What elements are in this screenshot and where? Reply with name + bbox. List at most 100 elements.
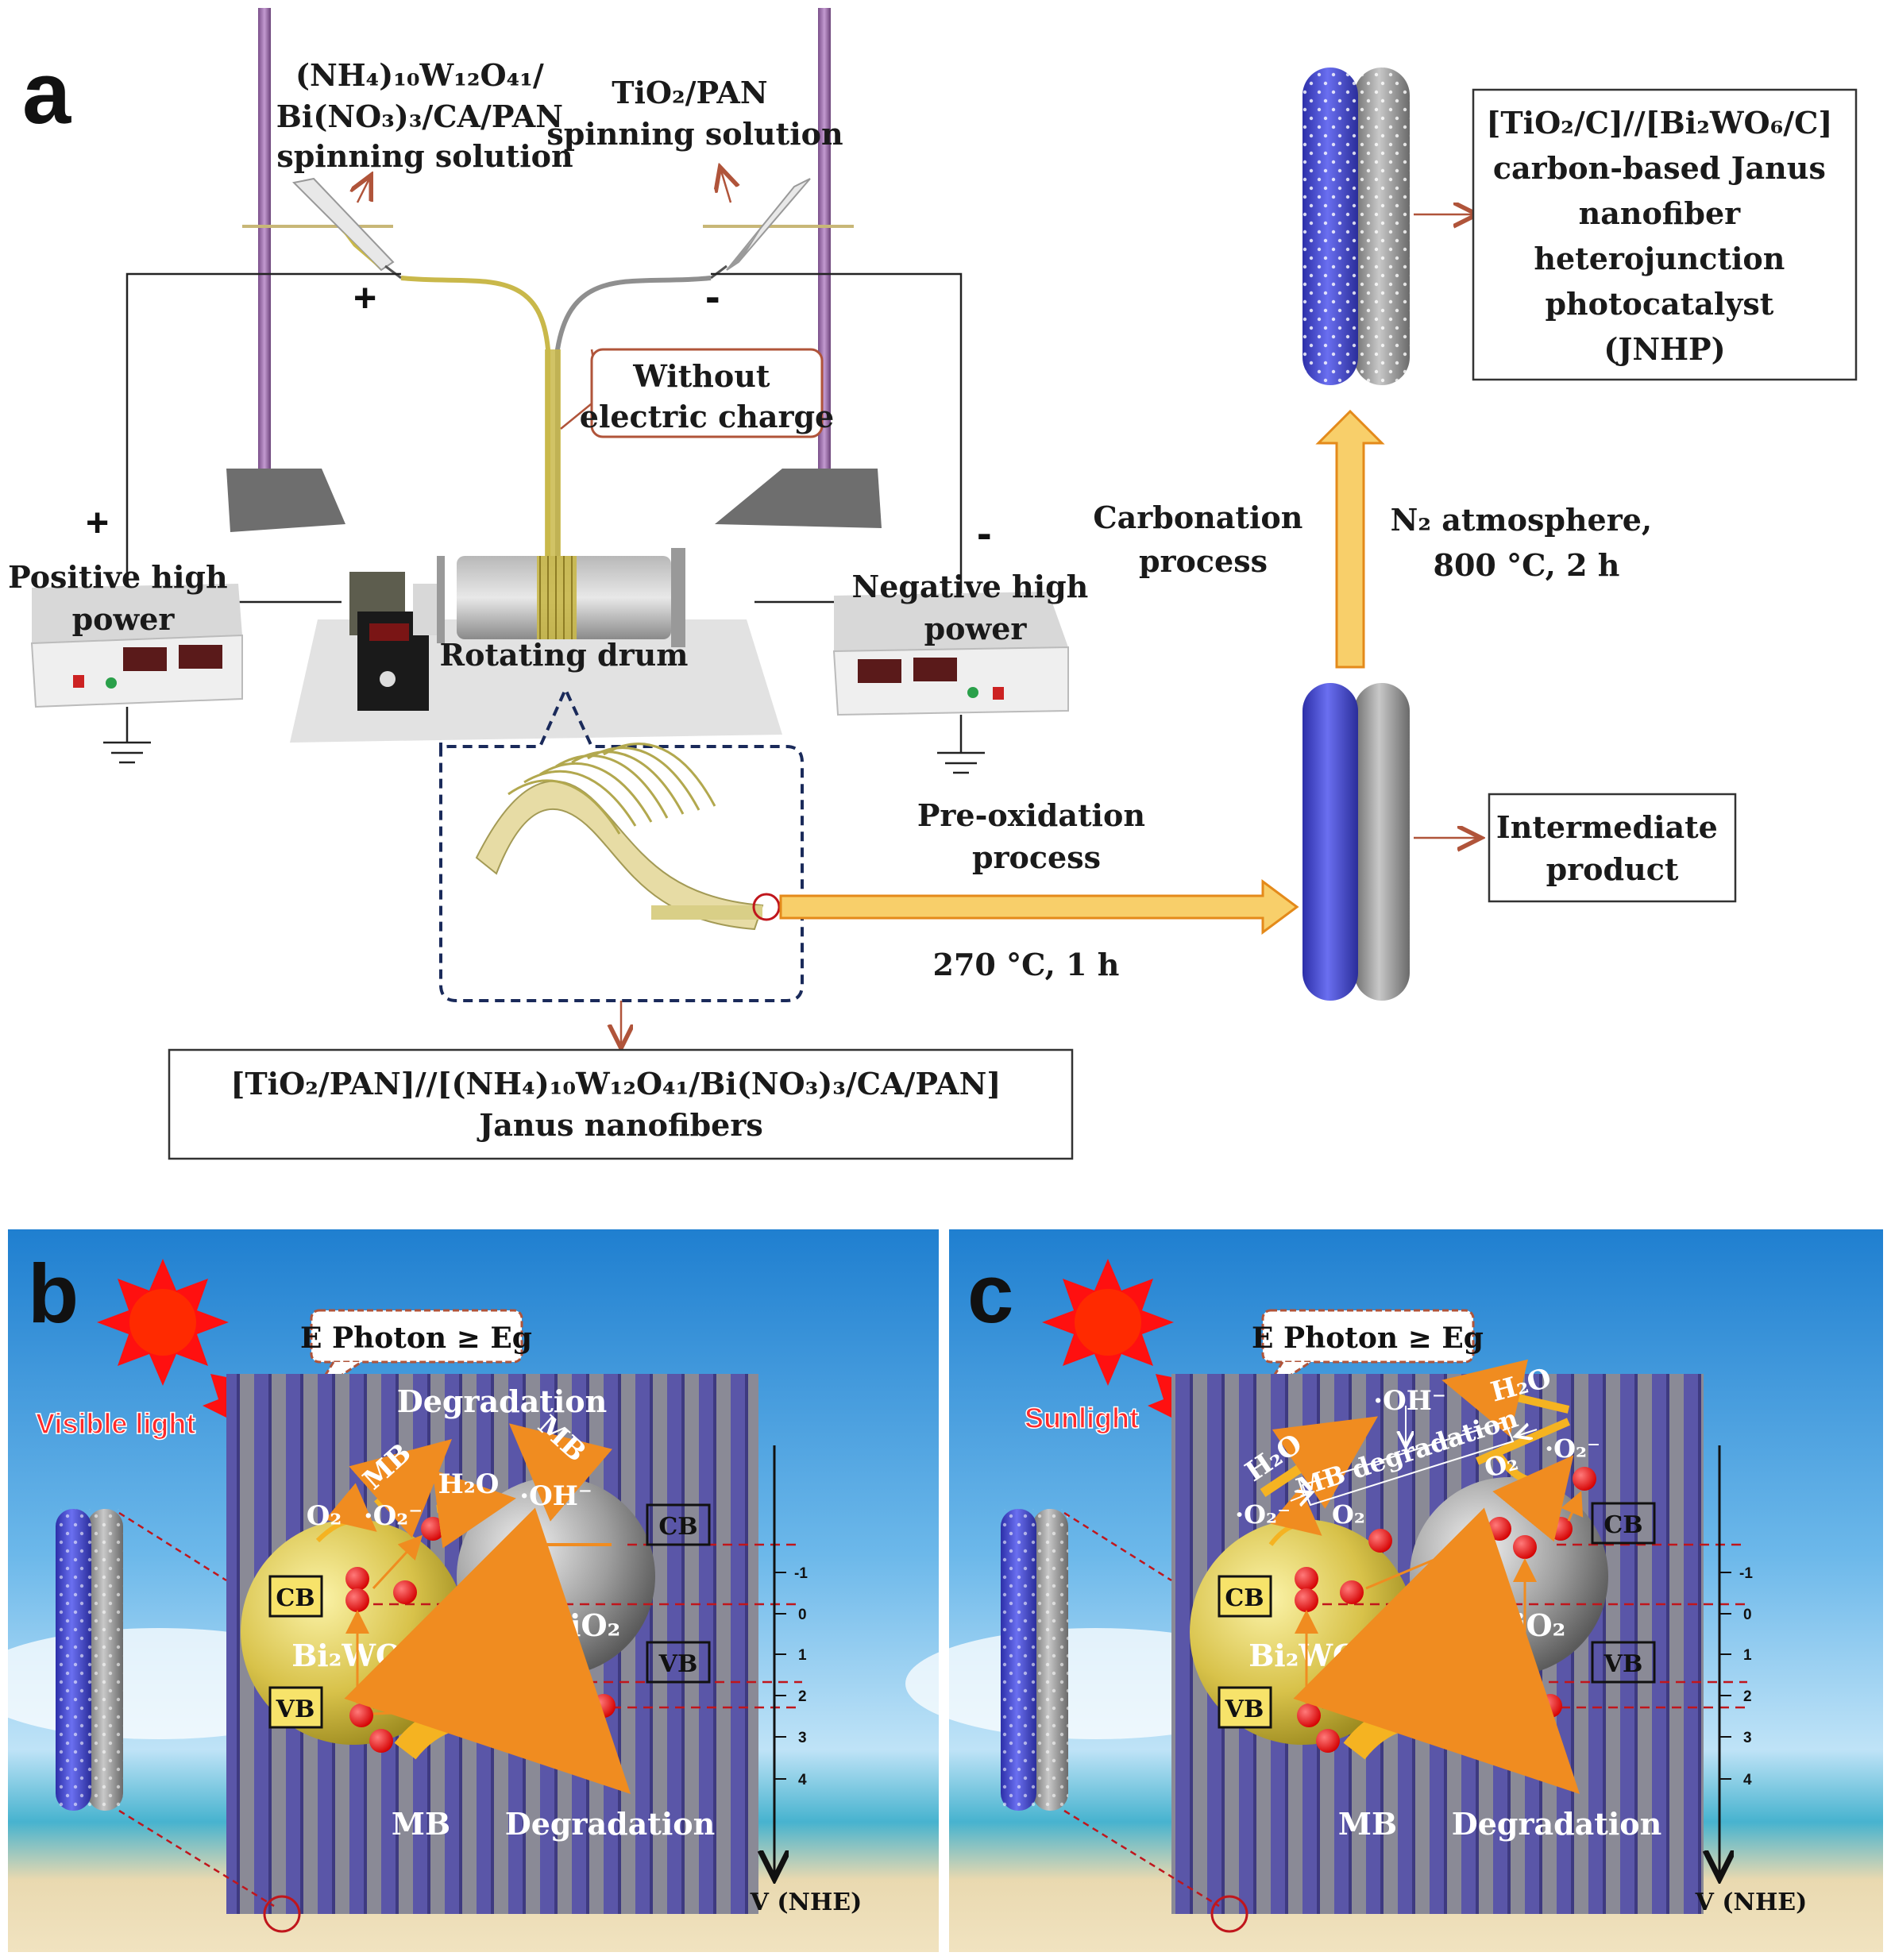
svg-text:1: 1 — [798, 1647, 807, 1664]
right-syringe — [710, 178, 811, 280]
without-charge-callout — [590, 348, 824, 438]
panel-a-letter: a — [22, 44, 71, 142]
cb-box-right — [646, 1503, 711, 1546]
cb-label-right: CB — [658, 1513, 697, 1541]
svg-text:2: 2 — [1743, 1688, 1752, 1705]
o2-radical-top-label: ·O₂⁻ — [1545, 1433, 1600, 1464]
mb-bottom-label: MB — [1338, 1806, 1397, 1842]
positive-wire — [125, 272, 401, 604]
vb-box-left — [268, 1686, 323, 1729]
intermediate-label: Intermediate product — [1496, 809, 1728, 887]
zoom-circle — [263, 1895, 301, 1933]
cb-label-right: CB — [1603, 1511, 1642, 1539]
o2-left-label: O₂ — [1332, 1499, 1365, 1530]
negative-supply-label: Negative high power — [851, 569, 1098, 646]
tio2-label: TiO₂ — [547, 1607, 620, 1643]
svg-text:0: 0 — [798, 1607, 807, 1623]
small-jnhp-fiber — [56, 1509, 123, 1811]
degradation-top-label: Degradation — [397, 1383, 608, 1419]
svg-text:2: 2 — [798, 1688, 807, 1705]
without-charge-label: Without electric charge — [580, 358, 834, 434]
svg-text:3: 3 — [1743, 1730, 1752, 1746]
positive-power-supply — [30, 584, 243, 708]
photon-label: E Photon ≥ Eg — [300, 1321, 532, 1355]
panel-a: a (NH₄)₁₀W₁₂O₄₁/ Bi(NO₃)₃/CA/PAN — [8, 8, 1858, 1160]
intermediate-fiber — [1302, 683, 1410, 1001]
negative-ground — [937, 715, 985, 774]
svg-text:-1: -1 — [1739, 1565, 1753, 1582]
pre-oxidation-conditions: 270 °C, 1 h — [933, 947, 1120, 982]
left-solution-label: (NH₄)₁₀W₁₂O₄₁/ Bi(NO₃)₃/CA/PAN spinning … — [276, 57, 573, 174]
left-stand-pole — [258, 8, 271, 500]
supply-minus: - — [977, 507, 992, 558]
janus-nanofiber-mat — [475, 743, 764, 931]
negative-wire — [711, 272, 963, 604]
positive-ground — [103, 707, 151, 764]
pre-oxidation-arrow — [779, 879, 1299, 935]
cb-box-left — [1218, 1575, 1272, 1618]
right-solution-pointer — [721, 171, 731, 203]
left-syringe — [291, 177, 402, 280]
carbonation-conditions: N₂ atmosphere, 800 °C, 2 h — [1391, 502, 1663, 583]
supply-plus: + — [86, 500, 109, 545]
needle-plus: + — [353, 276, 376, 320]
vb-label-right: VB — [1603, 1650, 1643, 1678]
vb-box-right — [1591, 1641, 1656, 1684]
sun-icon — [97, 1259, 229, 1386]
zoom-callout-outline — [439, 685, 804, 1002]
combined-jet — [545, 349, 561, 576]
degradation-bottom-label: Degradation — [1452, 1806, 1662, 1842]
panel-c: c Sunlight E Photon ≥ Eg Bi₂WO₆ TiO₂ CB — [905, 1229, 1883, 1952]
svg-text:4: 4 — [1743, 1772, 1752, 1788]
janus-caption-label: [TiO₂/PAN]//[(NH₄)₁₀W₁₂O₄₁/Bi(NO₃)₃/CA/P… — [230, 1066, 1011, 1143]
sunlight-label: Sunlight — [1025, 1402, 1139, 1434]
negative-power-supply — [832, 592, 1069, 716]
svg-text:0: 0 — [1743, 1607, 1752, 1623]
jnhp-box — [1472, 88, 1858, 381]
left-jet — [400, 276, 550, 572]
janus-caption-box — [168, 1048, 1074, 1160]
visible-light-label: Visible light — [36, 1407, 195, 1440]
cb-label-left: CB — [276, 1584, 315, 1612]
energy-axis-ticks-b: -1 0 1 2 3 4 — [774, 1565, 808, 1788]
vb-label-left: VB — [276, 1696, 315, 1723]
h2o-label: H₂O — [438, 1468, 500, 1500]
jnhp-fiber — [1302, 68, 1410, 385]
photon-label: E Photon ≥ Eg — [1252, 1321, 1484, 1355]
needle-minus: - — [705, 271, 720, 321]
svg-text:4: 4 — [798, 1772, 807, 1788]
axis-label-c: V (NHE) — [1695, 1889, 1808, 1916]
energy-axis-ticks-c: -1 0 1 2 3 4 — [1719, 1565, 1753, 1788]
positive-supply-label: Positive high power — [8, 559, 238, 637]
rotating-drum — [349, 548, 685, 711]
rotating-drum-label: Rotating drum — [440, 637, 689, 673]
vb-label-left: VB — [1225, 1696, 1264, 1723]
svg-text:1: 1 — [1743, 1647, 1752, 1664]
bi2wo6-label: Bi₂WO₆ — [1248, 1638, 1372, 1673]
o2-label: O₂ — [307, 1500, 342, 1532]
vb-box-left — [1218, 1686, 1272, 1729]
intermediate-box — [1488, 793, 1737, 903]
mat-highlight-circle — [752, 893, 781, 921]
cb-label-left: CB — [1225, 1584, 1264, 1612]
small-jnhp-fiber — [1001, 1509, 1068, 1811]
bi2wo6-label: Bi₂WO₆ — [291, 1638, 415, 1673]
photon-callout — [310, 1309, 523, 1364]
o2-radical-left-label: ·O₂⁻ — [1235, 1499, 1291, 1530]
pre-oxidation-label: Pre-oxidation process — [917, 797, 1156, 875]
svg-text:-1: -1 — [794, 1565, 808, 1582]
cb-box-right — [1591, 1502, 1656, 1545]
vb-label-right: VB — [658, 1650, 698, 1678]
oh-radical-label: ·OH⁻ — [519, 1480, 592, 1512]
left-stand-base — [226, 469, 345, 532]
panel-b-letter: b — [28, 1248, 79, 1341]
oh-radical-label: ·OH⁻ — [1373, 1385, 1446, 1417]
right-stand-base — [715, 469, 882, 528]
panel-c-letter: c — [967, 1248, 1013, 1341]
right-solution-label: TiO₂/PAN spinning solution — [546, 75, 843, 152]
mb-bottom-label: MB — [392, 1806, 450, 1842]
zoom-circle — [1210, 1895, 1248, 1933]
vb-box-right — [646, 1641, 711, 1684]
right-jet — [555, 276, 712, 572]
panel-b: b Visible light E Photon ≥ Eg Bi₂WO₆ TiO… — [0, 1229, 939, 1952]
